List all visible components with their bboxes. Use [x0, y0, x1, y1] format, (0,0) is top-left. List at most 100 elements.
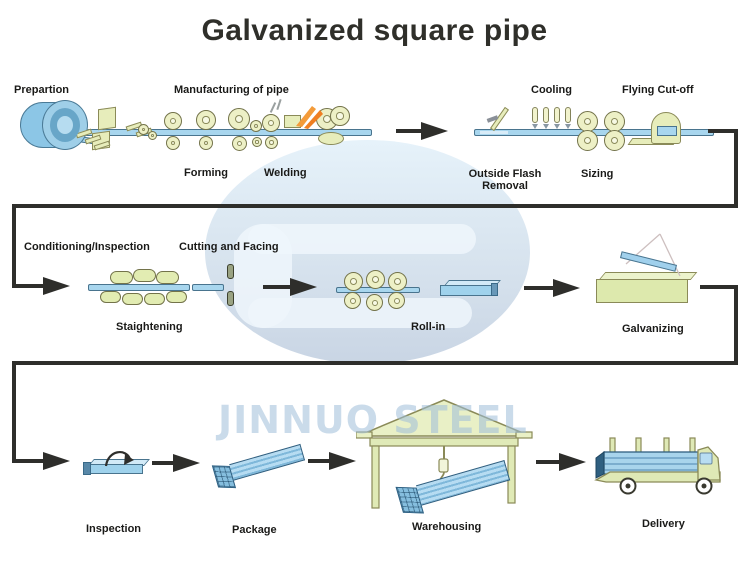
label-preparation: Prepartion — [14, 84, 70, 96]
pipe-bundle-icon — [211, 443, 307, 490]
flow-arrow-head — [43, 277, 70, 295]
straightening-roller-icon — [133, 269, 156, 282]
forming-roller-icon — [262, 114, 280, 132]
label-galvanizing: Galvanizing — [622, 323, 684, 335]
rollin-roller-icon — [388, 292, 405, 309]
label-cutting-and-facing: Cutting and Facing — [179, 241, 279, 253]
cooling-spray-icon — [532, 124, 538, 129]
flow-line — [12, 361, 738, 365]
sizing-roller-icon — [604, 130, 625, 151]
forming-roller-icon — [199, 136, 213, 150]
flow-arrow-shaft — [536, 460, 564, 464]
label-roll-in: Roll-in — [411, 321, 446, 333]
cooling-nozzle-icon — [565, 107, 571, 123]
straightening-roller-icon — [100, 291, 121, 303]
rollin-roller-icon — [344, 292, 361, 309]
label-delivery: Delivery — [642, 518, 685, 530]
label-warehousing: Warehousing — [412, 521, 482, 533]
cooling-spray-icon — [565, 124, 571, 129]
page-title: Galvanized square pipe — [201, 14, 548, 47]
flow-line — [12, 361, 16, 463]
watermark-logo-stripe — [234, 224, 292, 328]
cooling-spray-icon — [543, 124, 549, 129]
flow-arrow-shaft — [263, 285, 295, 289]
flow-arrow-head — [553, 279, 580, 297]
flow-arrow-head — [43, 452, 70, 470]
rollin-roller-icon — [366, 270, 385, 289]
cutting-tool-icon — [227, 264, 234, 279]
label-flying-cutoff: Flying Cut-off — [622, 84, 694, 96]
label-package: Package — [232, 524, 277, 536]
straightening-roller-icon — [122, 293, 143, 305]
flow-arrow-head — [290, 278, 317, 296]
label-forming: Forming — [184, 167, 228, 179]
forming-roller-icon — [252, 137, 262, 147]
sizing-roller-icon — [577, 130, 598, 151]
flow-arrow-shaft — [396, 129, 426, 133]
galvanizing-tank-icon — [596, 279, 688, 303]
welding-roller-icon — [330, 106, 350, 126]
rollin-roller-icon — [366, 294, 383, 311]
forming-roller-icon — [265, 136, 278, 149]
forming-roller-icon — [228, 108, 250, 130]
flow-arrow-shaft — [12, 459, 46, 463]
cut-pipe — [192, 284, 224, 291]
label-cooling: Cooling — [531, 84, 572, 96]
flow-line — [734, 285, 738, 365]
flow-line — [700, 285, 738, 289]
forming-roller-icon — [232, 136, 247, 151]
pipe-bundle-body — [229, 443, 306, 481]
cooling-spray-icon — [554, 124, 560, 129]
weld-spark-icon — [296, 106, 323, 129]
flow-arrow-shaft — [308, 459, 334, 463]
label-outside-flash-line1: Outside Flash — [468, 168, 542, 180]
rotation-arrow-icon — [104, 451, 134, 467]
rollin-roller-icon — [344, 272, 363, 291]
weld-smoke-icon — [269, 102, 277, 113]
label-sizing: Sizing — [581, 168, 614, 180]
flow-arrow-head — [329, 452, 356, 470]
watermark-text: JINNUO STEEL — [218, 398, 528, 442]
pipe-segment-highlight — [480, 131, 508, 134]
steel-coil-core-icon — [57, 116, 73, 134]
guide-roller-icon — [148, 131, 157, 140]
label-outside-flash-removal: Outside Flash Removal — [462, 168, 548, 192]
label-straightening: Staightening — [116, 321, 183, 333]
flow-line — [12, 204, 16, 286]
guide-roller-icon — [138, 124, 149, 135]
square-pipe-end — [491, 283, 498, 296]
straightening-roller-icon — [144, 293, 165, 305]
flow-arrow-shaft — [12, 284, 46, 288]
warehouse-icon — [356, 399, 533, 509]
forming-roller-icon — [166, 136, 180, 150]
plate-icon — [98, 106, 116, 131]
flow-line — [734, 129, 738, 208]
flow-line — [12, 204, 738, 208]
straightening-pipe — [88, 284, 190, 291]
label-outside-flash-line2: Removal — [482, 180, 528, 192]
inspection-pipe-end — [83, 462, 91, 475]
flow-arrow-head — [173, 454, 200, 472]
cooling-nozzle-icon — [543, 107, 549, 123]
forming-roller-icon — [164, 112, 182, 130]
label-inspection: Inspection — [86, 523, 142, 535]
sizing-roller-icon — [577, 111, 598, 132]
welding-roller-base-icon — [318, 132, 344, 145]
square-pipe-icon — [440, 285, 494, 296]
label-welding: Welding — [264, 167, 307, 179]
sizing-roller-icon — [604, 111, 625, 132]
label-conditioning-inspection: Conditioning/Inspection — [24, 241, 150, 253]
forming-roller-icon — [196, 110, 216, 130]
cooling-nozzle-icon — [532, 107, 538, 123]
weld-smoke-icon — [276, 98, 282, 111]
cooling-nozzle-icon — [554, 107, 560, 123]
straightening-roller-icon — [110, 271, 133, 284]
cutoff-pipe-hole — [657, 126, 677, 136]
flow-arrow-shaft — [524, 286, 558, 290]
delivery-truck-icon — [594, 437, 721, 495]
straightening-roller-icon — [166, 291, 187, 303]
flow-arrow-shaft — [152, 461, 178, 465]
flow-arrow-head — [559, 453, 586, 471]
forming-roller-icon — [250, 120, 262, 132]
